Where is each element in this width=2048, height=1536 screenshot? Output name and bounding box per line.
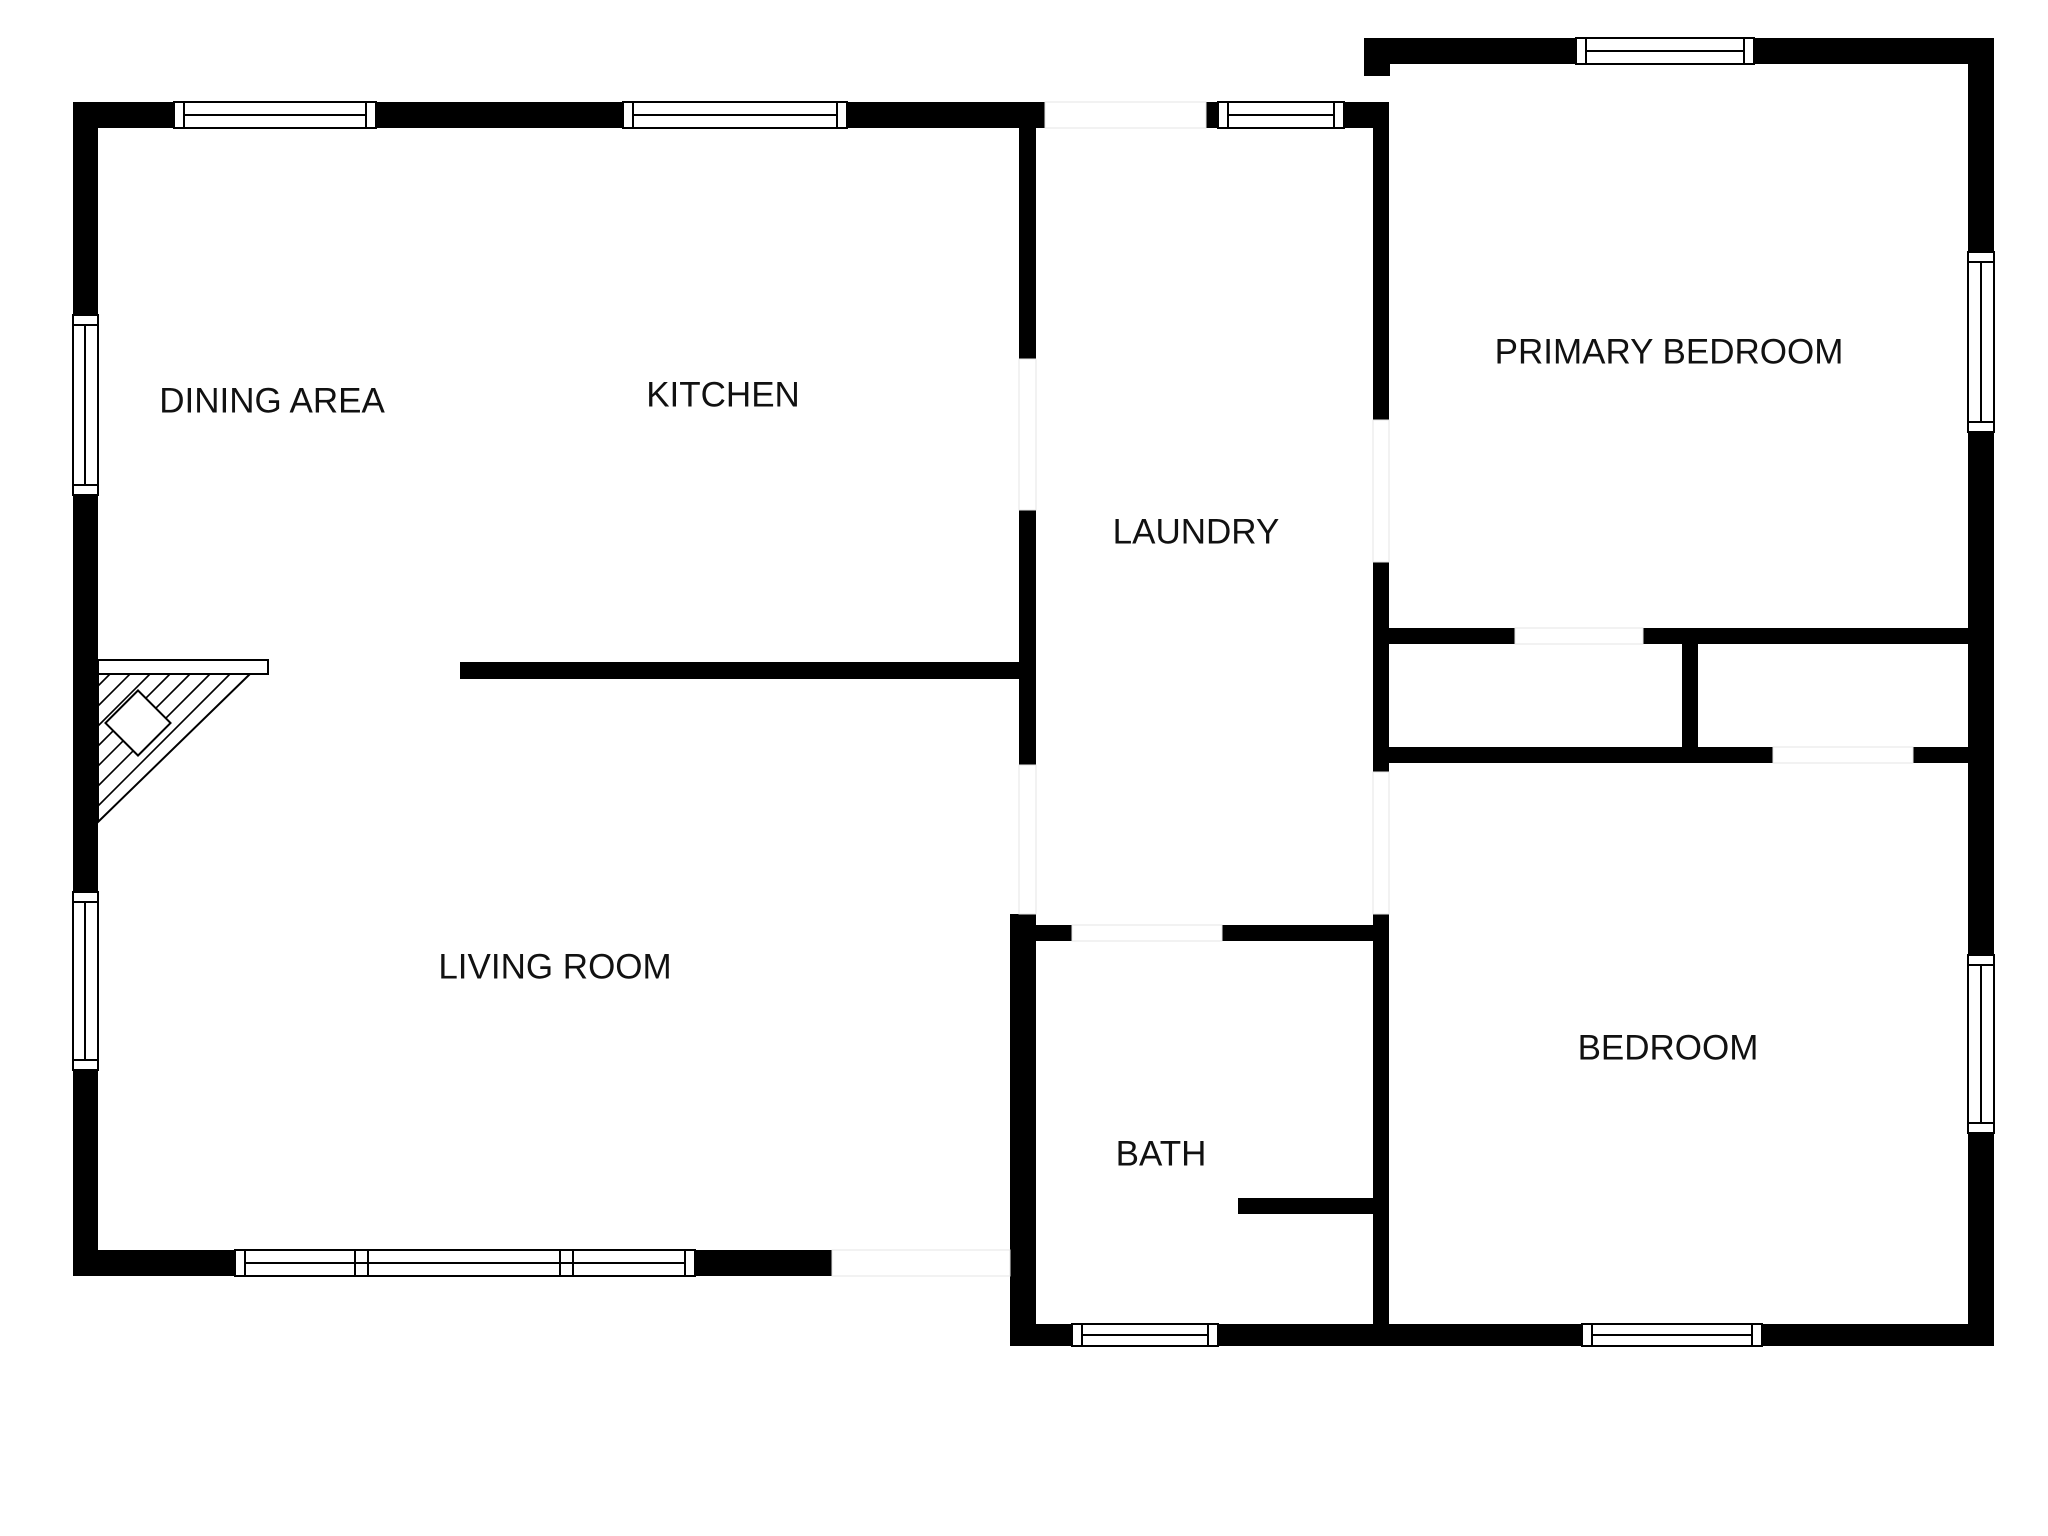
- wall-laundry-bedroom: [1373, 914, 1389, 1346]
- window-bedroom-bottom: [1581, 1323, 1763, 1347]
- wall-left-outer: [73, 102, 98, 1276]
- wall-closet-bottom-left: [1373, 747, 1773, 763]
- window-laundry-top: [1217, 101, 1345, 129]
- door-exterior-living: [831, 1249, 1011, 1277]
- window-bath-bottom: [1071, 1323, 1219, 1347]
- window-kitchen-top: [622, 101, 848, 129]
- room-labels: DINING AREA KITCHEN LAUNDRY PRIMARY BEDR…: [159, 332, 1843, 1173]
- wall-closet-divider: [1682, 628, 1698, 761]
- window-dining-top: [173, 101, 377, 129]
- wall-laundry-primary-lower: [1373, 562, 1389, 772]
- window-primary-top: [1575, 37, 1755, 65]
- wall-laundry-primary-upper: [1373, 102, 1389, 420]
- window-dining-left: [72, 314, 99, 496]
- window-living-bottom: [234, 1249, 696, 1277]
- windows: [72, 37, 1995, 1347]
- wall-closet-top-left: [1373, 628, 1515, 644]
- wall-living-bath: [1010, 914, 1036, 1346]
- door-closet-primary: [1514, 627, 1644, 645]
- window-living-left: [72, 891, 99, 1071]
- room-label-bedroom: BEDROOM: [1578, 1028, 1759, 1067]
- door-exterior-top: [1044, 101, 1207, 129]
- room-label-bath: BATH: [1116, 1134, 1207, 1173]
- wall-kitchen-laundry: [1019, 102, 1036, 359]
- wall-primary-left: [1364, 38, 1390, 76]
- room-label-laundry: LAUNDRY: [1113, 512, 1280, 551]
- wall-bath-top-left: [1010, 925, 1072, 941]
- wall-closet-bottom-right: [1913, 747, 1994, 763]
- wall-kitchen-living: [460, 662, 1036, 679]
- door-living-laundry: [1018, 764, 1037, 915]
- room-label-living-room: LIVING ROOM: [438, 947, 671, 986]
- walls: [73, 38, 1994, 1346]
- door-bath: [1071, 924, 1223, 942]
- wall-bath-top-right: [1222, 925, 1389, 941]
- door-closet-bedroom: [1772, 746, 1914, 764]
- door-laundry-primary: [1372, 419, 1390, 563]
- wall-right-outer: [1968, 38, 1994, 1346]
- wall-kitchen-laundry-lower: [1019, 510, 1036, 765]
- door-openings: [831, 101, 1914, 1277]
- door-kitchen-laundry: [1018, 358, 1037, 511]
- window-primary-right: [1967, 251, 1995, 433]
- room-label-kitchen: KITCHEN: [646, 375, 800, 414]
- wall-closet-top-right: [1643, 628, 1994, 644]
- room-label-primary-bedroom: PRIMARY BEDROOM: [1495, 332, 1844, 371]
- wall-bath-stub: [1238, 1198, 1389, 1214]
- room-label-dining-area: DINING AREA: [159, 381, 385, 420]
- fireplace-icon: [97, 659, 269, 825]
- door-laundry-bedroom: [1372, 771, 1390, 915]
- window-bedroom-right: [1967, 954, 1995, 1134]
